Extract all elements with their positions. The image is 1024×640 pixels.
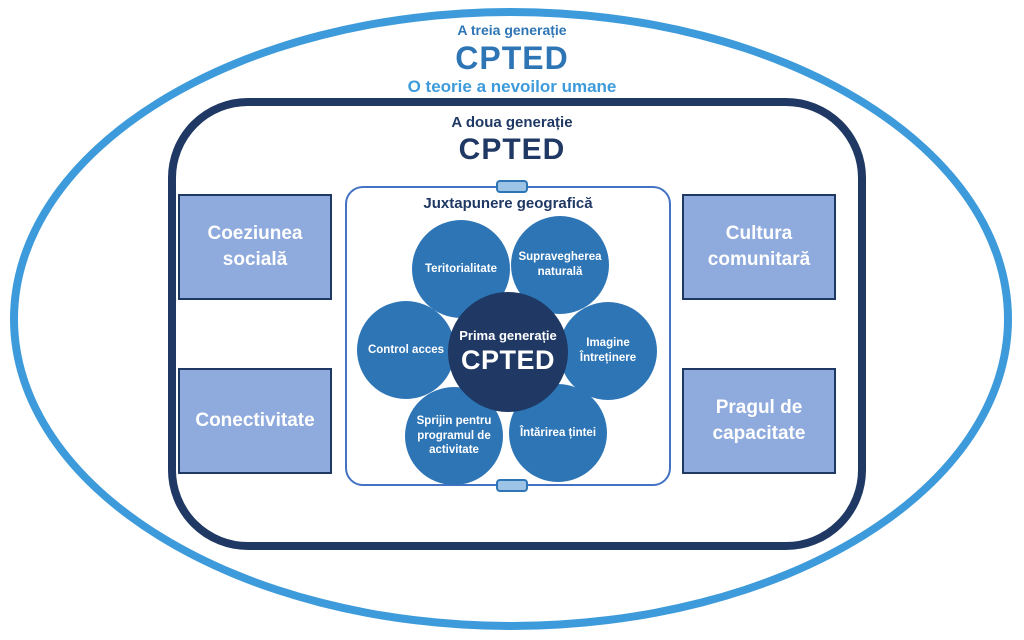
side-box-connectivity: Conectivitate bbox=[178, 368, 332, 474]
top-connector bbox=[496, 180, 528, 193]
geographic-juxtaposition-title: Juxtapunere geografică bbox=[423, 195, 593, 212]
bottom-connector bbox=[496, 479, 528, 492]
side-box-community-culture: Cultura comunitară bbox=[682, 194, 836, 300]
second-generation-title: CPTED bbox=[458, 133, 566, 166]
first-generation-label: Prima generație bbox=[459, 328, 557, 343]
petal-access-control: Control acces bbox=[357, 301, 455, 399]
third-generation-label: A treia generație bbox=[457, 22, 567, 38]
side-box-capacity-threshold: Pragul de capacitate bbox=[682, 368, 836, 474]
third-generation-subtitle: O teorie a nevoilor umane bbox=[407, 77, 617, 96]
first-generation-title: CPTED bbox=[460, 345, 555, 375]
third-generation-title: CPTED bbox=[455, 40, 569, 76]
side-box-social-cohesion: Coeziunea socială bbox=[178, 194, 332, 300]
third-generation-ellipse bbox=[10, 8, 1012, 630]
second-generation-label: A doua generație bbox=[451, 114, 573, 131]
first-generation-center: Prima generație CPTED bbox=[448, 292, 568, 412]
second-generation-rect bbox=[168, 98, 866, 550]
petal-image-maintenance: Imagine Întreținere bbox=[559, 302, 657, 400]
